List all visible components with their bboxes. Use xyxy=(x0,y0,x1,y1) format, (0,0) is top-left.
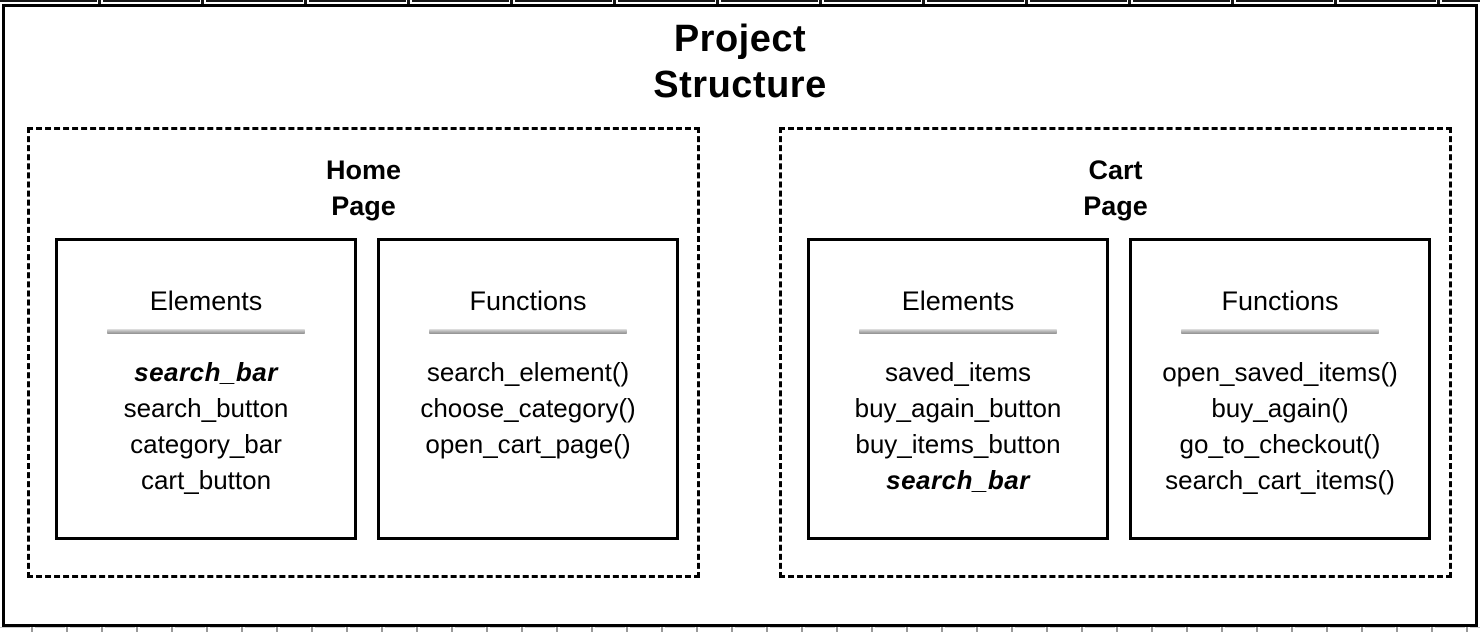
elements-list: search_bar search_button category_bar ca… xyxy=(58,354,354,498)
home-elements-box: Elements search_bar search_button catego… xyxy=(55,238,357,540)
list-item: search_cart_items() xyxy=(1165,465,1395,495)
list-item: search_bar xyxy=(886,465,1030,495)
box-header: Elements xyxy=(149,286,263,316)
header-divider xyxy=(429,329,627,334)
diagram-title: Project Structure xyxy=(653,18,827,106)
list-item: buy_again_button xyxy=(854,393,1062,423)
functions-list: open_saved_items() buy_again() go_to_che… xyxy=(1132,354,1428,498)
list-item: search_bar xyxy=(134,357,278,387)
home-page-group: Home Page Elements search_bar search_but… xyxy=(27,127,700,578)
bottom-edge-dash-artifact xyxy=(0,627,1480,632)
cart-page-group: Cart Page Elements saved_items buy_again… xyxy=(779,127,1452,578)
list-item: open_saved_items() xyxy=(1162,357,1398,387)
list-item: buy_items_button xyxy=(855,429,1061,459)
box-header: Elements xyxy=(901,286,1015,316)
top-edge-dash-artifact xyxy=(0,0,1480,6)
list-item: choose_category() xyxy=(420,393,636,423)
header-divider xyxy=(107,329,305,334)
home-page-label: Home Page xyxy=(325,155,401,221)
list-item: cart_button xyxy=(140,465,272,495)
list-item: saved_items xyxy=(885,357,1031,387)
cart-page-label: Cart Page xyxy=(1083,155,1148,221)
list-item: buy_again() xyxy=(1211,393,1349,423)
list-item: search_element() xyxy=(426,357,630,387)
functions-list: search_element() choose_category() open_… xyxy=(380,354,676,462)
list-item: open_cart_page() xyxy=(425,429,631,459)
outer-frame xyxy=(2,4,1478,627)
cart-functions-box: Functions open_saved_items() buy_again()… xyxy=(1129,238,1431,540)
box-header: Functions xyxy=(1221,286,1339,316)
box-header: Functions xyxy=(469,286,587,316)
list-item: go_to_checkout() xyxy=(1179,429,1381,459)
list-item: search_button xyxy=(123,393,289,423)
list-item: category_bar xyxy=(130,429,282,459)
header-divider xyxy=(859,329,1057,334)
home-functions-box: Functions search_element() choose_catego… xyxy=(377,238,679,540)
cart-elements-box: Elements saved_items buy_again_button bu… xyxy=(807,238,1109,540)
header-divider xyxy=(1181,329,1379,334)
elements-list: saved_items buy_again_button buy_items_b… xyxy=(810,354,1106,498)
